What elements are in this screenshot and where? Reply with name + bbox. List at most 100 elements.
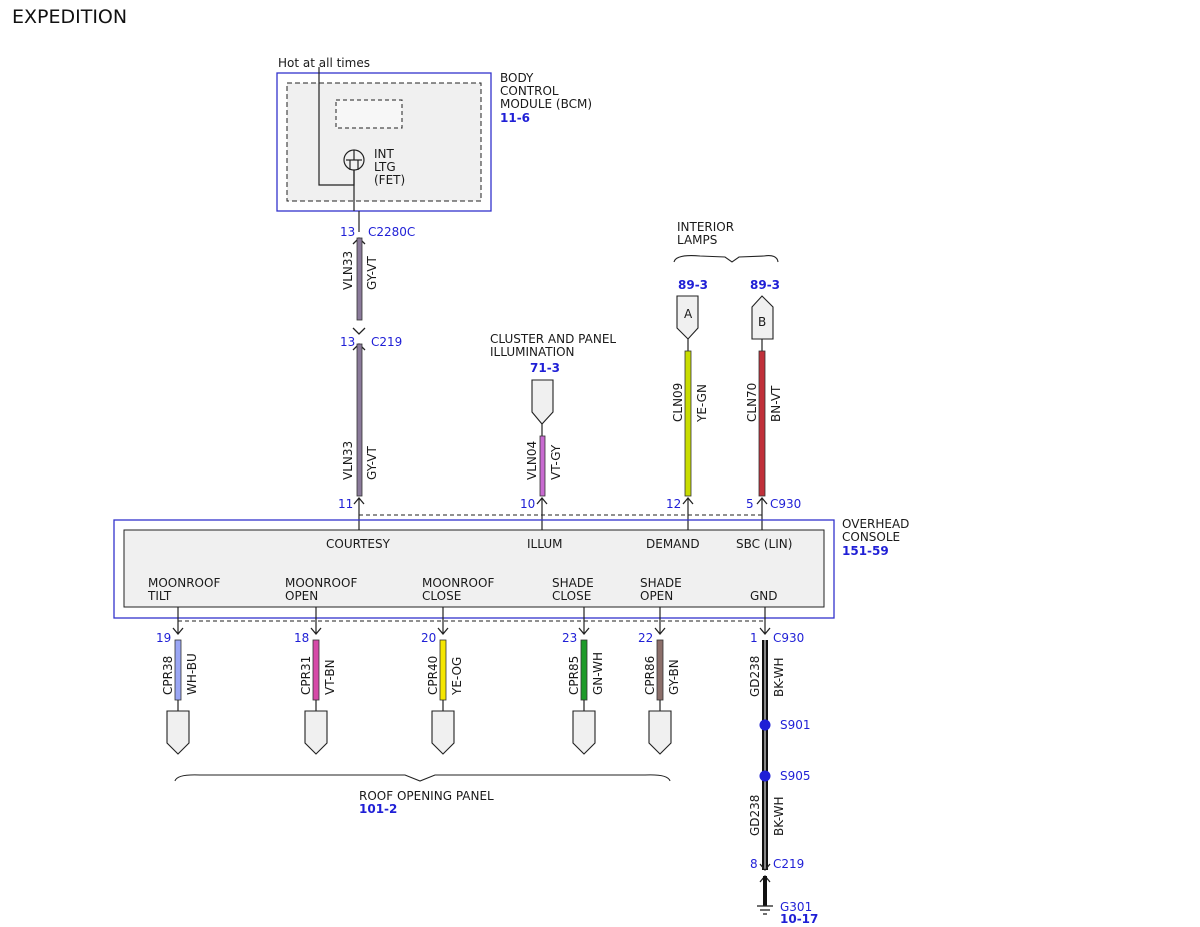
cluster-connector-icon (531, 379, 554, 425)
console-ref-link[interactable]: 151-59 (842, 544, 889, 558)
splice-s905-label: S905 (780, 769, 811, 783)
pin-moonroof-tilt: 19 (156, 631, 171, 645)
cln70-color: BN-VT (769, 385, 783, 422)
cpr85-circuit: CPR85 (567, 656, 581, 695)
bcm-module: Hot at all times INT LTG (FET) BODY CONT… (276, 56, 592, 212)
vln33-upper-color: GY-VT (365, 256, 379, 290)
pin-gnd: 1 (750, 631, 758, 645)
gd238-lower-circuit: GD238 (748, 795, 762, 836)
interior-lamps-line1: INTERIOR (677, 220, 734, 234)
vln33-lower-circuit: VLN33 (341, 441, 355, 480)
bcm-name-line2: CONTROL (500, 84, 559, 98)
gd238-upper-circuit: GD238 (748, 656, 762, 697)
lamp-b-ref-link[interactable]: 89-3 (750, 278, 780, 292)
ground-symbol-icon (757, 905, 773, 915)
cln09-circuit: CLN09 (671, 383, 685, 422)
bcm-name-line1: BODY (500, 71, 534, 85)
wire-cpr40 (439, 639, 447, 701)
c219-top-name: C219 (371, 335, 402, 349)
connector-b-letter: B (758, 315, 766, 329)
wire-cln09 (684, 350, 692, 497)
connector-tilt-icon (166, 710, 190, 755)
wire-cln70 (758, 350, 766, 497)
roof-panel-ref-link[interactable]: 101-2 (359, 802, 397, 816)
cluster-label-line1: CLUSTER AND PANEL (490, 332, 616, 346)
g301-ref-link[interactable]: 10-17 (780, 912, 818, 926)
console-inner-box (123, 529, 825, 608)
pin-courtesy: 11 (338, 497, 353, 511)
wire-vln33-lower (356, 343, 363, 497)
label-sbc-lin: SBC (LIN) (736, 537, 792, 551)
wire-cpr85 (580, 639, 588, 701)
ground-path: GD238 BK-WH S901 S905 GD238 BK-WH 8 C219… (748, 640, 818, 926)
vln04-color: VT-GY (549, 444, 563, 480)
lamp-a-ref-link[interactable]: 89-3 (678, 278, 708, 292)
wire-cpr38 (174, 639, 182, 701)
cpr40-color: YE-OG (450, 657, 464, 696)
cpr38-circuit: CPR38 (161, 656, 175, 695)
label-shade-open-2: OPEN (640, 589, 673, 603)
wire-cpr31 (312, 639, 320, 701)
label-shade-open-1: SHADE (640, 576, 682, 590)
interior-lamps-brace (673, 255, 779, 263)
connector-a-icon (676, 295, 699, 340)
splice-s905-dot (759, 770, 771, 782)
connector-b-icon (751, 295, 774, 340)
bcm-ref-link[interactable]: 11-6 (500, 111, 530, 125)
cln09-color: YE-GN (695, 384, 709, 423)
pin-shade-close: 23 (562, 631, 577, 645)
bcm-internal-box (335, 99, 403, 129)
cluster-label-line2: ILLUMINATION (490, 345, 575, 359)
cpr85-color: GN-WH (591, 652, 605, 695)
pin-moonroof-close: 20 (421, 631, 436, 645)
pin-demand: 12 (666, 497, 681, 511)
label-illum: ILLUM (527, 537, 562, 551)
vln33-lower-color: GY-VT (365, 446, 379, 480)
c2280c-name: C2280C (368, 225, 415, 239)
label-courtesy: COURTESY (326, 537, 391, 551)
bcm-outline (276, 72, 492, 212)
console-outline (113, 519, 835, 619)
cluster-illumination: CLUSTER AND PANEL ILLUMINATION 71-3 VLN0… (490, 332, 616, 497)
pin-shade-open: 22 (638, 631, 653, 645)
wire-vln04 (539, 435, 546, 497)
label-shade-close-2: CLOSE (552, 589, 591, 603)
page-title: EXPEDITION (12, 6, 127, 28)
splice-s901-label: S901 (780, 718, 811, 732)
console-bottom-pins: 19 18 20 23 22 1 C930 (156, 607, 804, 645)
gd238-lower-color: BK-WH (772, 796, 786, 836)
label-moonroof-close-1: MOONROOF (422, 576, 494, 590)
fet-label-line2: LTG (374, 160, 396, 174)
label-gnd: GND (750, 589, 778, 603)
pin-moonroof-open: 18 (294, 631, 309, 645)
cpr40-circuit: CPR40 (426, 656, 440, 695)
roof-panel-name: ROOF OPENING PANEL (359, 789, 494, 803)
interior-lamps-line2: LAMPS (677, 233, 717, 247)
connector-open-icon (304, 710, 328, 755)
console-top-pins: 11 10 12 5 C930 (338, 496, 801, 530)
cpr86-circuit: CPR86 (643, 656, 657, 695)
console-name-line1: OVERHEAD (842, 517, 909, 531)
cpr31-circuit: CPR31 (299, 656, 313, 695)
interior-lamps: INTERIOR LAMPS 89-3 89-3 A B CLN09 YE-GN… (671, 220, 783, 497)
roof-panel-brace (174, 774, 671, 782)
g301-label: G301 (780, 900, 812, 914)
cpr86-color: GY-BN (667, 659, 681, 695)
label-moonroof-open-2: OPEN (285, 589, 318, 603)
fet-label-line3: (FET) (374, 173, 405, 187)
vln04-circuit: VLN04 (525, 441, 539, 480)
wire-cpr86 (656, 639, 664, 701)
cluster-ref-link[interactable]: 71-3 (530, 361, 560, 375)
c219-top-pin: 13 (340, 335, 355, 349)
gd238-upper-color: BK-WH (772, 657, 786, 697)
connector-a-letter: A (684, 307, 693, 321)
c219-bottom-pin: 8 (750, 857, 758, 871)
wire-vln33: 13 C2280C VLN33 GY-VT 13 C219 VLN33 GY-V… (340, 211, 415, 497)
label-moonroof-tilt-2: TILT (147, 589, 172, 603)
fet-label-line1: INT (374, 147, 395, 161)
wire-vln33-upper (356, 237, 363, 321)
connector-shade-close-icon (572, 710, 596, 755)
console-name-line2: CONSOLE (842, 530, 900, 544)
roof-panel-wires: CPR38 WH-BU CPR31 VT-BN CPR40 YE-OG CPR8… (161, 639, 681, 816)
connector-shade-open-icon (648, 710, 672, 755)
